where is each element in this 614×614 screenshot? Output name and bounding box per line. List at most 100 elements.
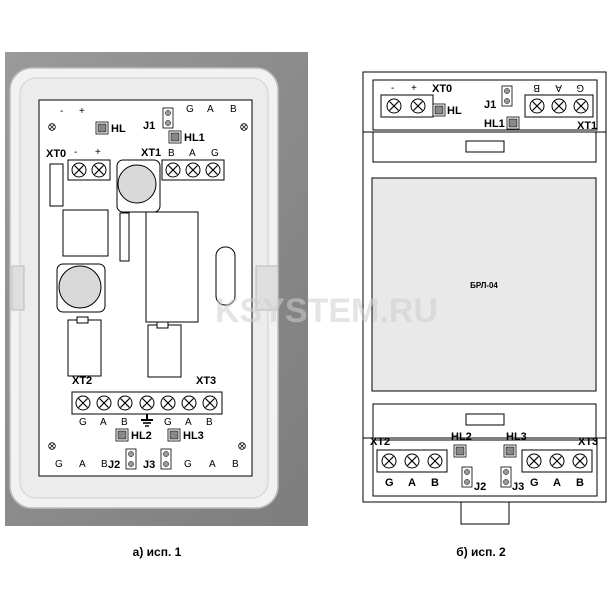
variant2-j1-label: J1 xyxy=(484,99,496,111)
variant1-hl3-label: HL3 xyxy=(183,430,204,442)
variant2-hl3-label: HL3 xyxy=(506,431,527,443)
variant1-xt2-screw-3 xyxy=(117,395,133,411)
variant1-j2-label: J2 xyxy=(108,459,120,471)
variant2-xt1-label: XT1 xyxy=(577,120,597,132)
watermark-text: KSYSTEM.RU xyxy=(215,292,438,330)
variant2-xt3-screw-2 xyxy=(549,453,565,469)
variant2-xt2-pin-a: A xyxy=(408,477,416,489)
variant1-relay xyxy=(145,211,199,323)
variant2-xt2-screw-2 xyxy=(404,453,420,469)
variant1-xt0-pin-minus: - xyxy=(74,147,77,158)
variant1-xt1-screw-3 xyxy=(205,162,221,178)
variant2-xt0-pin-minus: - xyxy=(391,83,394,94)
variant1-xt2-screw-1 xyxy=(75,395,91,411)
variant1-hl3-led xyxy=(167,428,181,442)
variant2-xt0-label: XT0 xyxy=(432,83,452,95)
variant2-hl2-led xyxy=(453,444,467,458)
variant1-xt3-pin-a: A xyxy=(185,417,192,428)
variant1-ic-2-notch xyxy=(156,321,169,329)
variant2-xt3-pin-a: A xyxy=(553,477,561,489)
variant2-hl-label: HL xyxy=(447,105,462,117)
variant1-ic-1 xyxy=(67,319,102,377)
variant1-top-pin-plus: + xyxy=(79,106,85,117)
variant1-xt3-screw-2 xyxy=(181,395,197,411)
variant1-bottom-pin-a1: A xyxy=(79,459,86,470)
variant1-top-pin-b: B xyxy=(230,104,237,115)
variant1-xt1-screw-1 xyxy=(165,162,181,178)
variant1-hl-label: HL xyxy=(111,123,126,135)
variant1-hl-led xyxy=(95,121,109,135)
variant1-hl1-label: HL1 xyxy=(184,132,205,144)
variant1-bottom-pin-b1: B xyxy=(101,459,108,470)
variant2-xt0-screw-1 xyxy=(386,98,402,114)
variant2-xt2-label: XT2 xyxy=(370,436,390,448)
variant1-xt1-pin-a: A xyxy=(189,148,196,159)
variant2-front-panel xyxy=(371,177,597,392)
variant1-capacitor xyxy=(117,164,157,204)
variant1-xt0-screw-1 xyxy=(71,162,87,178)
variant1-xt3-screw-1 xyxy=(160,395,176,411)
variant2-xt0-screw-2 xyxy=(410,98,426,114)
variant1-ground-screw xyxy=(139,395,155,411)
variant2-j3-jumper xyxy=(500,466,512,488)
variant1-xt1-screw-2 xyxy=(185,162,201,178)
variant2-xt2-pin-g: G xyxy=(385,477,394,489)
variant2-j2-jumper xyxy=(461,466,473,488)
variant2-xt1-screw-2 xyxy=(551,98,567,114)
variant1-xt3-screw-3 xyxy=(202,395,218,411)
variant2-device: БРЛ-04 - + XT0 HL J1 HL1 B A G XT1 XT2 H… xyxy=(362,71,607,525)
variant1-hl2-label: HL2 xyxy=(131,430,152,442)
variant2-xt0-pin-plus: + xyxy=(411,83,417,94)
variant1-j1-jumper xyxy=(162,107,174,129)
variant1-xt1-label: XT1 xyxy=(141,147,161,159)
variant2-device-label: БРЛ-04 xyxy=(470,281,498,290)
variant2-j1-jumper xyxy=(501,85,513,107)
variant1-latch-right xyxy=(255,265,279,311)
variant1-hl1-led xyxy=(168,130,182,144)
variant1-j1-label: J1 xyxy=(143,120,155,132)
variant2-xt3-label: XT3 xyxy=(578,436,598,448)
variant1-ic-2 xyxy=(147,324,182,378)
variant1-bottom-pin-b2: B xyxy=(232,459,239,470)
variant2-xt2-screw-3 xyxy=(427,453,443,469)
variant2-din-latch xyxy=(460,502,510,525)
variant2-bottom-slot xyxy=(465,413,505,426)
variant2-hl-led xyxy=(432,103,446,117)
variant1-mount-hole-br xyxy=(238,442,246,450)
variant2-j3-label: J3 xyxy=(512,481,524,493)
variant1-xt2-label: XT2 xyxy=(72,375,92,387)
variant1-xt3-pin-b: B xyxy=(206,417,213,428)
variant1-top-pin-g: G xyxy=(186,104,194,115)
variant1-xt2-screw-2 xyxy=(96,395,112,411)
variant1-j3-label: J3 xyxy=(143,459,155,471)
variant1-xt0-label: XT0 xyxy=(46,148,66,160)
variant1-bottom-pin-g2: G xyxy=(184,459,192,470)
variant2-xt3-screw-1 xyxy=(526,453,542,469)
variant2-hl1-led xyxy=(506,116,520,130)
variant2-hl2-label: HL2 xyxy=(451,431,472,443)
variant2-xt3-pin-g: G xyxy=(530,477,539,489)
variant1-top-pin-minus: - xyxy=(60,106,63,117)
variant2-xt3-screw-3 xyxy=(572,453,588,469)
variant1-ic-1-notch xyxy=(76,316,89,324)
variant1-j2-jumper xyxy=(125,448,137,470)
variant1-xt1-pin-b: B xyxy=(168,148,175,159)
variant1-resistor xyxy=(119,212,130,262)
variant2-caption: б) исп. 2 xyxy=(456,545,506,559)
variant2-xt2-screw-1 xyxy=(381,453,397,469)
variant2-xt1-pin-b: B xyxy=(533,82,540,93)
variant1-bottom-pin-a2: A xyxy=(209,459,216,470)
variant1-xt0-screw-2 xyxy=(91,162,107,178)
variant1-mount-hole-tr xyxy=(240,123,248,131)
variant1-xt2-pin-g: G xyxy=(79,417,87,428)
variant1-xt2-pin-b: B xyxy=(121,417,128,428)
variant2-xt1-pin-a: A xyxy=(555,82,562,93)
variant2-j2-label: J2 xyxy=(474,481,486,493)
variant1-xt3-label: XT3 xyxy=(196,375,216,387)
variant1-caption: а) исп. 1 xyxy=(133,545,182,559)
variant2-hl3-led xyxy=(503,444,517,458)
variant1-component-box xyxy=(62,209,109,257)
variant2-xt1-screw-3 xyxy=(573,98,589,114)
variant1-xt1-pin-g: G xyxy=(211,148,219,159)
